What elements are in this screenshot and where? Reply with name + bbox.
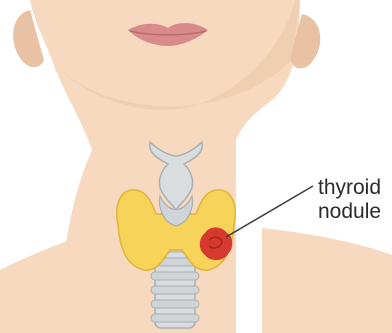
thyroid-nodule-label: thyroid nodule: [318, 176, 381, 224]
label-line-2: nodule: [318, 200, 381, 224]
label-line-1: thyroid: [318, 176, 381, 200]
